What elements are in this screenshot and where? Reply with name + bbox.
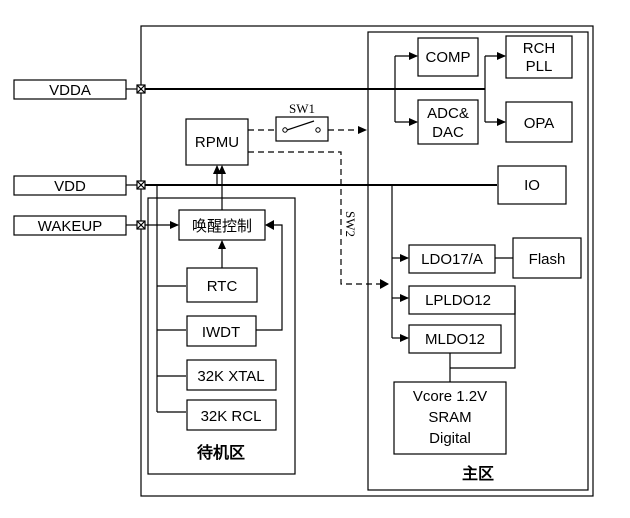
vcore-label: Vcore 1.2V — [413, 388, 487, 405]
ldo17-label: LDO17/A — [421, 251, 483, 268]
xtal32k-block: 32K XTAL — [186, 359, 277, 391]
rcl32k-label: 32K RCL — [201, 408, 262, 425]
io-block: IO — [497, 165, 567, 205]
rcl32k-block: 32K RCL — [186, 399, 277, 431]
rpmu-block: RPMU — [185, 118, 249, 166]
adc-label: ADC& — [427, 105, 469, 122]
iwdt-label: IWDT — [202, 324, 240, 341]
pin-vdda: VDDA — [13, 79, 127, 100]
mldo12-block: MLDO12 — [408, 324, 502, 354]
rch-label: RCH — [523, 40, 556, 57]
flash-block: Flash — [512, 237, 582, 279]
opa-block: OPA — [505, 101, 573, 143]
pin-wakeup: WAKEUP — [13, 215, 127, 236]
mldo12-label: MLDO12 — [425, 331, 485, 348]
rch-pll-block: RCH PLL — [505, 35, 573, 79]
opa-label: OPA — [524, 115, 555, 132]
pad-vdda — [136, 84, 146, 94]
pin-wakeup-label: WAKEUP — [38, 218, 102, 235]
sw1-switch — [275, 116, 329, 142]
comp-label: COMP — [426, 49, 471, 66]
sw1-label: SW1 — [289, 101, 315, 116]
pin-vdd-label: VDD — [54, 178, 86, 195]
pad-wakeup — [136, 220, 146, 230]
lpldo12-block: LPLDO12 — [408, 285, 516, 315]
dac-label: DAC — [432, 124, 464, 141]
main-region-label: 主区 — [462, 464, 494, 483]
rtc-block: RTC — [186, 267, 258, 303]
ldo17-block: LDO17/A — [408, 244, 496, 274]
xtal32k-label: 32K XTAL — [197, 368, 264, 385]
flash-label: Flash — [529, 251, 566, 268]
vcore-block: Vcore 1.2V SRAM Digital — [393, 381, 507, 455]
rpmu-label: RPMU — [195, 134, 239, 151]
adc-dac-block: ADC& DAC — [417, 99, 479, 145]
iwdt-block: IWDT — [186, 315, 257, 347]
comp-block: COMP — [417, 37, 479, 77]
io-label: IO — [524, 177, 540, 194]
sram-label: SRAM — [428, 409, 471, 426]
pad-vdd — [136, 180, 146, 190]
pin-vdda-label: VDDA — [49, 82, 91, 99]
digital-label: Digital — [429, 430, 471, 447]
pll-label: PLL — [526, 58, 553, 75]
standby-region-label: 待机区 — [197, 443, 245, 462]
pin-vdd: VDD — [13, 175, 127, 196]
rtc-label: RTC — [207, 278, 238, 295]
wake-control-block: 唤醒控制 — [178, 209, 266, 241]
sw2-label: SW2 — [343, 211, 358, 237]
lpldo12-label: LPLDO12 — [425, 292, 491, 309]
wake-control-label: 唤醒控制 — [192, 217, 252, 235]
